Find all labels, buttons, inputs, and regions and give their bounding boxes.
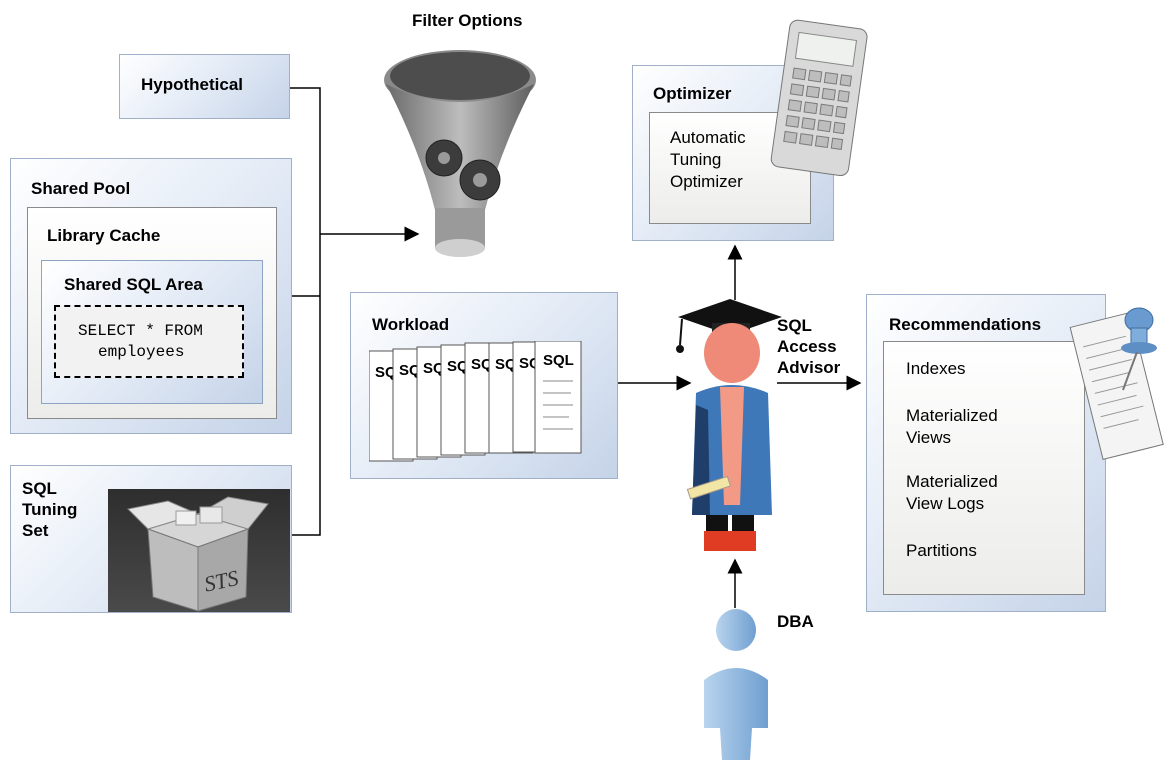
sheet-label: SQL (543, 352, 574, 369)
filter-options-label: Filter Options (412, 11, 523, 30)
recommendation-item-indexes: Indexes (906, 359, 966, 378)
optimizer-label: Optimizer (653, 84, 732, 103)
library-cache-box: Library Cache Shared SQL Area SELECT * F… (27, 207, 277, 419)
sts-label-line2: Tuning (22, 500, 78, 519)
recommendations-box: Recommendations Indexes Materialized Vie… (866, 294, 1106, 612)
ato-line3: Optimizer (670, 172, 743, 191)
shared-sql-area-label: Shared SQL Area (64, 275, 203, 294)
dba-label: DBA (777, 612, 814, 631)
recommendation-item-partitions: Partitions (906, 541, 977, 560)
calculator-icon (770, 19, 868, 177)
recommendation-item-mv-line1: Materialized (906, 406, 998, 425)
shared-sql-area-box: Shared SQL Area SELECT * FROM employees (41, 260, 263, 404)
hypothetical-box: Hypothetical (119, 54, 290, 119)
recommendation-item-mvlog-line1: Materialized (906, 472, 998, 491)
shared-pool-label: Shared Pool (31, 179, 131, 198)
connector-bracket (290, 87, 321, 536)
pinned-document-icon (1069, 307, 1164, 460)
sql-statement-line2: employees (98, 343, 185, 361)
workload-box: Workload SQL SQL SQL SQL SQL SQL SQL SQL (350, 292, 618, 479)
workload-label: Workload (372, 315, 450, 334)
sql-tuning-set-box: SQL Tuning Set STS (10, 465, 292, 613)
recommendations-list: Indexes Materialized Views Materialized … (883, 341, 1085, 595)
sts-box-icon: STS (126, 496, 269, 612)
filter-funnel-icon (384, 50, 536, 257)
advisor-label-line3: Advisor (777, 358, 841, 377)
workload-sql-sheets: SQL SQL SQL SQL SQL SQL SQL SQL (369, 341, 582, 462)
recommendation-item-mvlog-line2: View Logs (906, 494, 985, 513)
advisor-label-line2: Access (777, 337, 837, 356)
hypothetical-label: Hypothetical (141, 75, 244, 94)
advisor-label-line1: SQL (777, 316, 812, 335)
recommendations-label: Recommendations (889, 315, 1042, 334)
shared-pool-box: Shared Pool Library Cache Shared SQL Are… (10, 158, 292, 434)
library-cache-label: Library Cache (47, 226, 161, 245)
sts-label-line3: Set (22, 521, 49, 540)
sql-statement-box: SELECT * FROM employees (54, 305, 244, 378)
pushpin-icon (1121, 307, 1157, 391)
sql-statement-line1: SELECT * FROM (78, 322, 203, 340)
ato-line2: Tuning (670, 150, 722, 169)
dba-figure (704, 609, 768, 760)
sts-label-line1: SQL (22, 479, 57, 498)
sts-image-panel: STS (108, 489, 290, 612)
sql-access-advisor-figure (676, 299, 782, 551)
ato-line1: Automatic (670, 128, 746, 147)
recommendation-item-mv-line2: Views (906, 428, 952, 447)
